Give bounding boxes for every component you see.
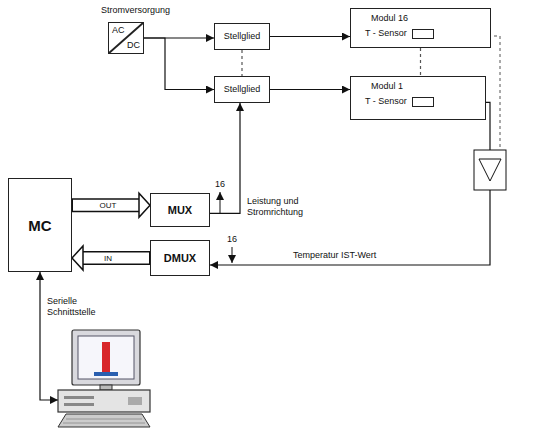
- connector-line: [210, 103, 240, 213]
- converter-box: ACDC: [108, 22, 144, 54]
- node-text: MC: [28, 217, 51, 234]
- bus-fill: [73, 200, 140, 211]
- node-text: AC: [112, 25, 125, 36]
- sensor-symbol: [412, 97, 434, 107]
- bus-arrowhead: [72, 246, 83, 270]
- amplifier-symbol: [474, 150, 506, 190]
- node-text: Modul 1: [365, 81, 479, 92]
- amplifier-triangle: [479, 159, 501, 181]
- bus-wire: [220, 192, 221, 213]
- mux-box: MUX: [150, 193, 210, 227]
- connector-line: [420, 48, 421, 76]
- connector: [144, 38, 214, 90]
- actuator-box: Stellglied: [214, 23, 270, 50]
- bus-fill: [82, 253, 149, 264]
- bus-arrowhead: [139, 193, 150, 217]
- node-text: T - Sensor: [365, 28, 407, 39]
- connector: [270, 89, 350, 90]
- controller-box: MC: [8, 178, 72, 272]
- connector-label: OUT: [100, 201, 117, 210]
- keyboard-keys: [63, 419, 145, 423]
- bus-width-number: 16: [214, 179, 226, 190]
- amplifier-box: [474, 150, 506, 190]
- connector-label: Temperatur IST-Wert: [292, 250, 377, 261]
- bus-wire: [232, 247, 233, 263]
- converter-diagonal: [109, 23, 143, 53]
- demux-box: DMUX: [150, 240, 210, 276]
- actuator-box: Stellglied: [214, 76, 270, 103]
- connector-line: [210, 102, 490, 265]
- connector: [270, 36, 350, 37]
- connector-line: [270, 36, 350, 37]
- connector: [210, 103, 240, 213]
- bus-arrow: [72, 193, 150, 217]
- supply-label: Stromversorgung: [100, 5, 171, 16]
- sensor-symbol: [412, 29, 434, 39]
- module-box: Modul 1 T - Sensor: [350, 76, 486, 120]
- connector: [210, 102, 490, 265]
- panel: [128, 397, 142, 405]
- node-text: Stellglied: [224, 31, 261, 42]
- screen: [78, 336, 134, 379]
- bus-arrow: [72, 246, 150, 270]
- connector: [242, 50, 243, 76]
- connector-label: IN: [104, 254, 112, 263]
- computer-illustration: [58, 330, 150, 427]
- keyboard: [58, 414, 150, 427]
- connector-line: [270, 89, 350, 90]
- node-text: DC: [127, 40, 140, 51]
- bus-outline: [82, 251, 150, 265]
- screen-bar: [102, 342, 110, 372]
- monitor: [72, 330, 140, 385]
- node-text: Stellglied: [224, 84, 261, 95]
- bus-width-number: 16: [226, 234, 238, 245]
- drive-slot: [64, 396, 94, 399]
- screen-base: [94, 372, 118, 376]
- bus-outline: [72, 198, 140, 212]
- drive-slot: [64, 403, 94, 406]
- connector: [420, 48, 421, 76]
- base-unit: [58, 390, 150, 412]
- connector-label: Leistung und Stromrichtung: [246, 196, 328, 218]
- node-text: Modul 16: [365, 13, 484, 24]
- node-text: T - Sensor: [365, 96, 407, 107]
- monitor-neck: [100, 385, 112, 390]
- node-text: MUX: [168, 204, 192, 217]
- serial-line: [40, 272, 58, 400]
- node-text: DMUX: [164, 252, 196, 265]
- connector-line: [144, 38, 214, 90]
- connector-line: [241, 50, 242, 76]
- interface-label: Serielle Schnittstelle: [46, 296, 118, 318]
- module-box: Modul 16 T - Sensor: [350, 8, 491, 48]
